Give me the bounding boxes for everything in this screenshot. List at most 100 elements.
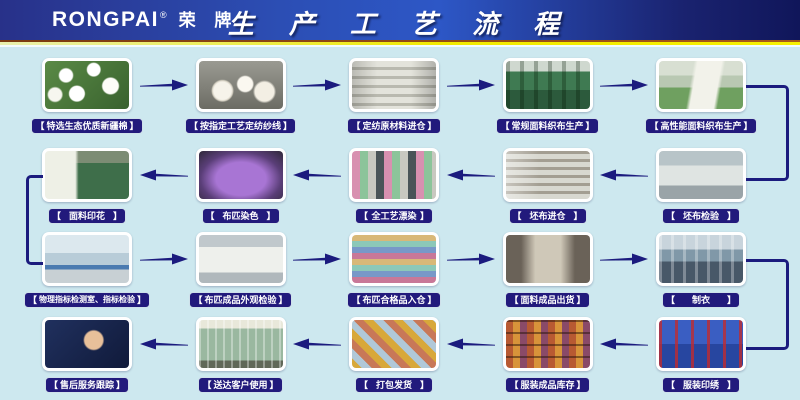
photo-regular-weaving-workshop	[505, 61, 590, 109]
bracket-left: 【	[666, 211, 676, 221]
flow-row-1: 【特选生态优质新疆棉】 【按指定工艺定纺纱线】 【定纺原材料进仓】 【常规面料织…	[0, 58, 800, 134]
header-banner: RONGPAI ® 荣 牌 生 产 工 艺 流 程	[0, 0, 800, 40]
bracket-right: 】	[112, 211, 122, 221]
process-label: 【面料印花】	[48, 208, 126, 224]
process-step: 【面料成品出货】	[502, 232, 593, 308]
process-photo-card	[502, 317, 593, 371]
process-photo-card	[656, 232, 746, 286]
process-label: 【常规面料织布生产】	[496, 118, 599, 134]
photo-full-process-bleach-dyeing	[352, 151, 436, 199]
bracket-left: 【	[188, 121, 198, 131]
bracket-right: 】	[283, 121, 293, 131]
process-step: 【打包发货】	[349, 317, 439, 393]
photo-garment-print-embroidery	[659, 320, 743, 368]
bracket-right: 】	[427, 295, 437, 305]
flow-row-2: 【面料印花】 【布匹染色】 【全工艺漂染】 【坯布进仓】 【坯布检验】	[0, 148, 800, 224]
bracket-left: 【	[359, 380, 369, 390]
page-title: 生 产 工 艺 流 程	[227, 10, 573, 40]
header-underline-white	[0, 45, 800, 47]
bracket-right: 】	[419, 380, 429, 390]
process-step: 【特选生态优质新疆棉】	[31, 58, 143, 134]
process-photo-card	[195, 58, 286, 112]
photo-garment-sewing	[659, 235, 743, 283]
brand-name-en: RONGPAI	[52, 8, 159, 31]
connector-row3-to-row4	[746, 259, 789, 350]
bracket-left: 【	[666, 380, 676, 390]
process-label: 【面料成品出货】	[505, 292, 590, 308]
photo-fabric-shipping	[505, 235, 590, 283]
process-step: 【服装成品库存】	[502, 317, 593, 393]
arrow-left-icon	[293, 169, 342, 181]
bracket-left: 【	[500, 121, 510, 131]
arrow-left-icon	[600, 338, 649, 350]
bracket-left: 【	[52, 211, 62, 221]
bracket-right: 】	[726, 380, 736, 390]
process-step: 【布匹合格品入仓】	[347, 232, 441, 308]
process-label: 【售后服务跟踪】	[44, 377, 130, 393]
process-photo-card	[656, 148, 746, 202]
arrow-left-icon	[446, 338, 495, 350]
process-photo-card	[656, 317, 746, 371]
process-label: 【物理指标检测室、指标检验】	[23, 292, 151, 308]
process-label: 【布匹成品外观检验】	[189, 292, 292, 308]
bracket-left: 【	[666, 295, 676, 305]
photo-grey-cloth-inspection	[659, 151, 743, 199]
process-photo-card	[42, 317, 132, 371]
arrow-right-icon	[446, 79, 495, 91]
header-underline-yellow	[0, 42, 800, 45]
process-label: 【全工艺漂染】	[355, 208, 433, 224]
bracket-right: 】	[116, 380, 126, 390]
bracket-left: 【	[35, 121, 45, 131]
arrow-right-icon	[600, 79, 649, 91]
photo-xinjiang-cotton	[45, 61, 129, 109]
photo-cloth-appearance-inspection	[198, 235, 283, 283]
photo-after-sales-service	[45, 320, 129, 368]
process-photo-card	[349, 232, 439, 286]
photo-raw-material-warehouse	[352, 61, 436, 109]
process-step: 【送达客户使用】	[195, 317, 286, 393]
arrow-left-icon	[139, 338, 188, 350]
bracket-right: 】	[726, 211, 736, 221]
arrow-right-icon	[293, 253, 342, 265]
process-label: 【定纺原材料进仓】	[347, 118, 441, 134]
arrow-right-icon	[446, 253, 495, 265]
process-photo-card	[349, 148, 439, 202]
photo-physical-testing-lab	[45, 235, 129, 283]
bracket-left: 【	[509, 380, 519, 390]
flow-row-3: 【物理指标检测室、指标检验】 【布匹成品外观检验】 【布匹合格品入仓】 【面料成…	[0, 232, 800, 308]
arrow-right-icon	[600, 253, 649, 265]
bracket-left: 【	[351, 295, 361, 305]
process-label: 【特选生态优质新疆棉】	[31, 118, 143, 134]
photo-grey-cloth-warehouse	[505, 151, 590, 199]
process-label: 【坯布进仓】	[508, 208, 587, 224]
bracket-right: 】	[573, 211, 583, 221]
bracket-right: 】	[743, 121, 753, 131]
bracket-right: 】	[585, 121, 595, 131]
process-label: 【打包发货】	[355, 377, 433, 393]
process-label: 【布匹合格品入仓】	[347, 292, 441, 308]
process-photo-card	[349, 58, 439, 112]
process-photo-card	[502, 58, 593, 112]
brand-logo: RONGPAI ® 荣 牌	[52, 6, 238, 32]
bracket-right: 】	[269, 380, 279, 390]
photo-customer-delivery	[198, 320, 283, 368]
process-step: 【定纺原材料进仓】	[347, 58, 441, 134]
process-photo-card	[195, 317, 286, 371]
bracket-left: 【	[205, 211, 215, 221]
arrow-right-icon	[293, 79, 342, 91]
bracket-left: 【	[48, 380, 58, 390]
process-step: 【坯布检验】	[656, 148, 746, 224]
arrow-left-icon	[446, 169, 495, 181]
connector-row1-to-row2	[746, 85, 789, 181]
process-step: 【坯布进仓】	[502, 148, 593, 224]
process-step: 【服装印绣】	[656, 317, 746, 393]
process-step: 【售后服务跟踪】	[42, 317, 132, 393]
bracket-left: 【	[202, 380, 212, 390]
arrow-right-icon	[139, 79, 188, 91]
process-photo-card	[349, 317, 439, 371]
bracket-right: 】	[137, 295, 147, 305]
process-label: 【坯布检验】	[662, 208, 740, 224]
arrow-left-icon	[293, 338, 342, 350]
process-step: 【布匹成品外观检验】	[189, 232, 292, 308]
